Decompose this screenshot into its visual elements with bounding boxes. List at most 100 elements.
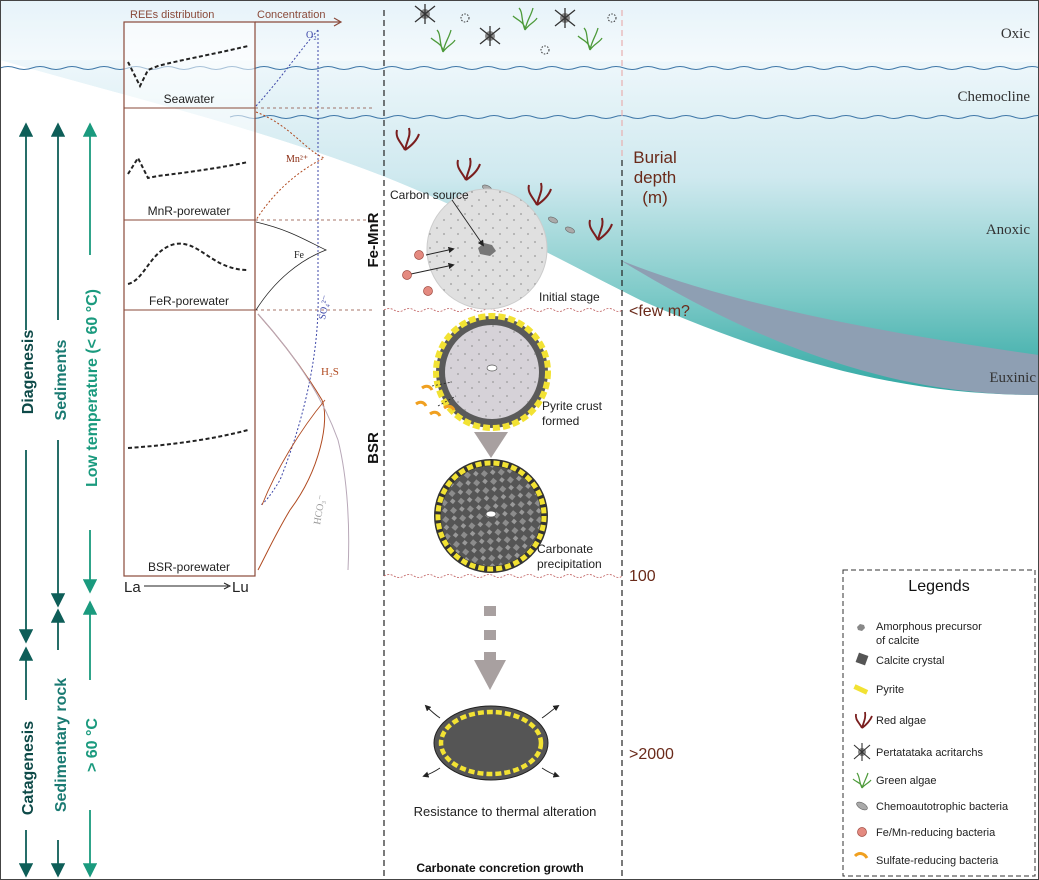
so4-curve <box>259 30 319 506</box>
chemocline-label: Chemocline <box>958 89 1031 105</box>
green-algae-icon <box>577 27 603 51</box>
initial-stage-label: Initial stage <box>539 290 600 304</box>
surface-organisms <box>414 4 617 55</box>
legend-title: Legends <box>908 578 969 595</box>
legend-item-amorphous: Amorphous precursor of calcite <box>857 621 982 647</box>
fe-curve <box>255 221 328 311</box>
depth-100: 100 <box>629 568 656 585</box>
femnr-stage-label: Fe-MnR <box>365 212 382 267</box>
carbonate-precipitation-concretion <box>434 459 548 573</box>
svg-text:of calcite: of calcite <box>876 635 919 647</box>
acritarch-icon <box>479 26 501 46</box>
burial-progress-arrow <box>474 606 506 690</box>
zone-label-bsr: BSR-porewater <box>148 560 230 574</box>
bsr-stage-label: BSR <box>365 432 382 464</box>
carbonate-precip-label-1: Carbonate <box>537 542 593 556</box>
depth-few-m: <few m? <box>629 303 690 320</box>
calcite-crystal-icon <box>855 652 869 666</box>
o2-label: O₂ <box>306 30 317 41</box>
sulfate-bacteria-icon <box>443 404 456 411</box>
carbon-source-label: Carbon source <box>390 188 469 202</box>
zone-label-fer: FeR-porewater <box>149 294 229 308</box>
svg-text:Red algae: Red algae <box>876 715 926 727</box>
svg-text:Pertatataka acritarchs: Pertatataka acritarchs <box>876 747 983 759</box>
sedimentary-rock-label: Sedimentary rock <box>53 678 70 812</box>
small-organism-icon <box>607 13 617 23</box>
concentration-title: Concentration <box>257 9 326 21</box>
o2-curve <box>255 29 319 107</box>
resistance-label: Resistance to thermal alteration <box>414 804 597 819</box>
sulfate-bacteria-icon <box>415 400 428 407</box>
zone-label-seawater: Seawater <box>164 92 215 106</box>
initial-stage-concretion <box>402 188 548 310</box>
acritarch-icon <box>414 4 436 24</box>
small-organism-icon <box>460 13 470 23</box>
red-algae-icon <box>854 711 873 729</box>
legend-item-pyrite: Pyrite <box>853 684 904 696</box>
burial-depth-scale: Burial depth (m) <few m? 100 >2000 <box>629 148 690 763</box>
fe-label: Fe <box>294 250 305 261</box>
red-algae-icon <box>527 182 552 206</box>
green-algae-icon <box>430 29 456 53</box>
svg-text:Green algae: Green algae <box>876 775 937 787</box>
burial-title-2: depth <box>634 168 677 187</box>
down-arrow-icon <box>474 432 508 458</box>
svg-text:Amorphous precursor: Amorphous precursor <box>876 621 982 633</box>
anoxic-label: Anoxic <box>986 222 1031 238</box>
pyrite-crust-label-2: formed <box>542 414 579 428</box>
axis-start-label: La <box>124 579 141 596</box>
left-side-axis: Diagenesis Catagenesis Sediments Sedimen… <box>18 122 101 878</box>
mn-label: Mn²⁺ <box>286 154 308 165</box>
femn-bacteria-icon <box>857 827 867 837</box>
legend-item-calcite: Calcite crystal <box>855 652 944 667</box>
femn-bacteria-icon <box>423 286 433 296</box>
legend-item-chemoautotrophic: Chemoautotrophic bacteria <box>876 801 1009 813</box>
high-temperature-label: > 60 °C <box>84 718 101 772</box>
low-temperature-label: Low temperature (< 60 °C) <box>84 289 101 487</box>
pyrite-crust-concretion <box>415 313 551 431</box>
ree-panel: REEs distribution Concentration Seawater… <box>123 9 375 596</box>
euxinic-label: Euxinic <box>989 370 1036 386</box>
small-organism-icon <box>540 45 550 55</box>
chemoautotrophic-bacteria-icon <box>856 801 868 811</box>
h2s-curve <box>257 313 326 571</box>
acritarch-icon <box>554 8 576 28</box>
catagenesis-label: Catagenesis <box>20 721 37 815</box>
ree-distribution-title: REEs distribution <box>130 9 214 21</box>
pyrite-crust-label-1: Pyrite crust <box>542 399 603 413</box>
legend-item-red-algae: Red algae <box>854 711 926 729</box>
amorphous-precursor-icon <box>857 624 865 631</box>
femn-bacteria-icon <box>402 270 412 280</box>
red-algae-icon <box>395 127 420 151</box>
mn-curve <box>255 111 326 221</box>
so4-label: SO₄²⁻ <box>317 294 332 320</box>
sulfate-bacteria-icon <box>421 384 434 391</box>
stage-column: Fe-MnR BSR Carbon source Initial stage <box>365 10 623 876</box>
burial-title-3: (m) <box>642 188 667 207</box>
legend-item-sulfate-bacteria: Sulfate-reducing bacteria <box>876 855 999 867</box>
diagenesis-label: Diagenesis <box>20 330 37 415</box>
depth-2000: >2000 <box>629 746 674 763</box>
oxic-label: Oxic <box>1001 26 1031 42</box>
legend-item-acritarchs: Pertatataka acritarchs <box>853 743 983 761</box>
legend-item-femn-bacteria: Fe/Mn-reducing bacteria <box>876 827 996 839</box>
sulfate-bacteria-icon <box>429 410 442 417</box>
mature-concretion <box>422 704 560 781</box>
h2s-upper-curve <box>261 399 326 506</box>
pyrite-icon <box>853 684 869 695</box>
green-algae-icon <box>852 772 872 789</box>
concretion-growth-footer: Carbonate concretion growth <box>416 861 583 875</box>
acritarch-icon <box>853 743 871 761</box>
red-algae-group <box>395 127 613 241</box>
hco3-curve <box>257 313 350 571</box>
burial-title-1: Burial <box>633 148 676 167</box>
legend-item-green-algae: Green algae <box>852 772 937 789</box>
sulfate-bacteria-icon <box>853 852 869 859</box>
svg-text:Pyrite: Pyrite <box>876 684 904 696</box>
carbonate-precip-label-2: precipitation <box>537 557 602 571</box>
sediments-label: Sediments <box>53 339 70 420</box>
h2s-label: H₂S <box>321 366 339 378</box>
ree-pattern-seawater <box>127 45 249 89</box>
axis-end-label: Lu <box>232 579 249 596</box>
